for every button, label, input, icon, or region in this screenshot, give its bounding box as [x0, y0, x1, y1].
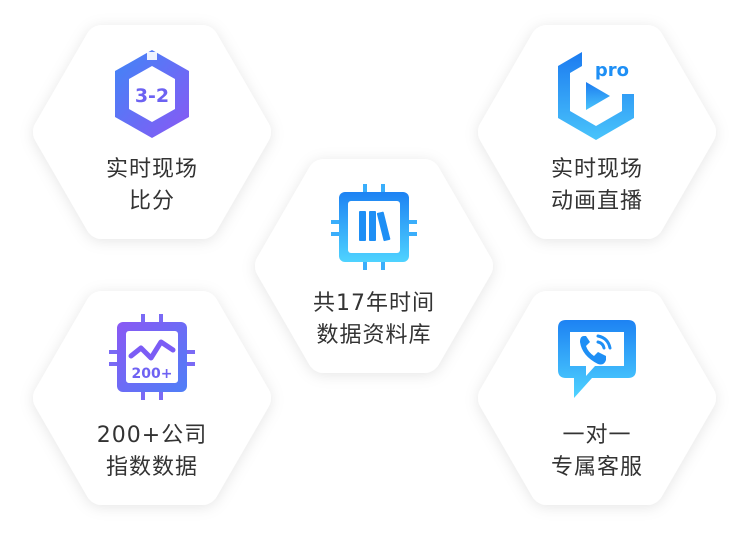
feature-database: 共17年时间 数据资料库: [274, 176, 474, 356]
label-line: 实时现场: [105, 157, 198, 182]
label-line: 200+公司: [96, 423, 208, 448]
live-animation-label: 实时现场 动画直播: [497, 154, 697, 218]
pro-badge-text: pro: [595, 60, 629, 81]
company-badge-text: 200+: [132, 366, 173, 382]
label-line: 数据资料库: [316, 323, 432, 348]
feature-live-animation: pro 实时现场 动画直播: [497, 42, 697, 222]
company-data-label: 200+公司 指数数据: [52, 420, 252, 484]
label-line: 专属客服: [550, 455, 643, 480]
chart-chip-icon: 200+: [109, 314, 195, 400]
hexagon-customer-service: [478, 291, 716, 505]
label-line: 比分: [128, 189, 175, 214]
label-line: 共17年时间: [313, 291, 435, 316]
database-label: 共17年时间 数据资料库: [274, 288, 474, 352]
label-line: 一对一: [562, 423, 632, 448]
feature-company-data: 200+ 200+公司 指数数据: [52, 308, 252, 488]
hexagon-database: [255, 159, 493, 373]
label-line: 实时现场: [550, 157, 643, 182]
customer-service-label: 一对一 专属客服: [497, 420, 697, 484]
book-chip-icon: [331, 184, 417, 270]
label-line: 动画直播: [550, 189, 643, 214]
feature-live-score: 3-2 实时现场 比分: [52, 42, 252, 222]
pro-play-icon: pro: [558, 52, 634, 140]
score-badge-text: 3-2: [135, 85, 169, 107]
hexagon-company-data: [33, 291, 271, 505]
phone-bubble-icon: [558, 320, 636, 398]
label-line: 指数数据: [105, 455, 198, 480]
live-score-label: 实时现场 比分: [52, 154, 252, 218]
score-hexagon-icon: 3-2: [115, 50, 189, 138]
feature-customer-service: 一对一 专属客服: [497, 308, 697, 488]
